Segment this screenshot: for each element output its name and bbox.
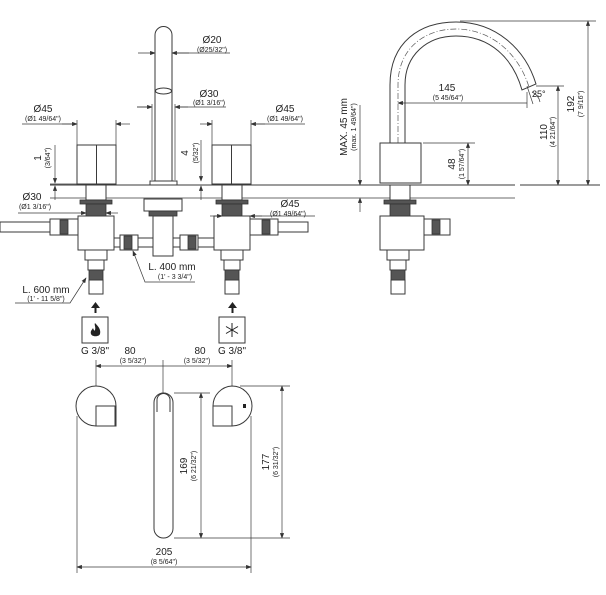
spacing-right-mm: 80 [194, 346, 206, 357]
cold-inlet-thread: G 3/8" [218, 346, 246, 357]
spout-length-inch: (6 21/32") [191, 451, 198, 482]
hose-side-length-inch: (1' - 11 5/8") [27, 296, 65, 303]
cold-inlet-arrow-icon [228, 302, 237, 313]
right-handle-diameter-mm: Ø45 [276, 104, 295, 115]
right-valve [213, 184, 251, 295]
front-view: Ø20 (Ø25/32") Ø30 (Ø1 3/16") Ø45 (Ø1 49/… [0, 26, 330, 395]
hose-center-length-inch: (1' - 3 3/4") [158, 274, 192, 281]
left-handle-diameter-mm: Ø45 [34, 104, 53, 115]
base-height-inch: (1 57/64") [459, 149, 466, 180]
hot-inlet-thread: G 3/8" [81, 346, 109, 357]
width-mm: 205 [156, 547, 173, 558]
outlet-height-mm: 110 [539, 124, 550, 140]
outlet-height-inch: (4 21/64") [550, 117, 557, 148]
total-height-mm: 192 [566, 95, 577, 112]
left-valve [77, 184, 115, 295]
top-view: 169 (6 21/32") 177 (6 31/32") 205 (8 5/6… [75, 385, 290, 573]
hot-inlet-arrow-icon [91, 302, 100, 313]
spout-base [379, 142, 422, 184]
right-stem-diameter-inch: (Ø1 49/64") [270, 211, 306, 218]
spacing-left-mm: 80 [124, 346, 136, 357]
spout-flange-inch: (5/32") [193, 143, 200, 164]
reach-mm: 145 [439, 83, 456, 94]
spout-outlet [155, 87, 172, 95]
left-stem-diameter-mm: Ø30 [23, 192, 42, 203]
left-stem-diameter-inch: (Ø1 3/16") [19, 204, 51, 211]
depth-mm: 177 [261, 453, 272, 470]
spout-base-diameter-inch: (Ø1 3/16") [193, 100, 225, 107]
spacing-right-inch: (3 5/32") [184, 358, 211, 365]
total-height-inch: (7 9/16") [578, 91, 585, 118]
hose-side-length-mm: L. 600 mm [22, 285, 69, 296]
deck-thickness-mm: MAX. 45 mm [339, 98, 350, 156]
gooseneck-spout [389, 21, 537, 144]
right-handle-diameter-inch: (Ø1 49/64") [267, 116, 303, 123]
spout-thread [148, 210, 178, 217]
spout-diameter-mm: Ø20 [203, 35, 222, 46]
left-handle-diameter-inch: (Ø1 49/64") [25, 116, 61, 123]
spout-nut [143, 198, 183, 212]
hose-center-length-mm: L. 400 mm [148, 262, 195, 273]
reach-inch: (5 45/64") [433, 95, 464, 102]
snowflake-icon [225, 323, 239, 337]
handle-gap-inch: (3/64") [45, 148, 52, 169]
depth-inch: (6 31/32") [273, 447, 280, 478]
flame-icon [90, 323, 101, 337]
spout [154, 26, 173, 184]
spout-diameter-inch: (Ø25/32") [197, 47, 227, 54]
spout-length-mm: 169 [179, 457, 190, 474]
spout-flange-mm: 4 [180, 150, 191, 156]
side-view: 145 (5 45/64") 25° 192 (7 9/16") 110 (4 … [330, 20, 600, 295]
spacing-left-inch: (3 5/32") [120, 358, 147, 365]
spout-base-diameter-mm: Ø30 [200, 89, 219, 100]
indicator-mark [243, 404, 246, 408]
spout-flange [149, 180, 178, 186]
side-valve-body [379, 215, 425, 251]
handle-gap-mm: 1 [33, 155, 44, 161]
right-stem-diameter-mm: Ø45 [281, 199, 300, 210]
width-inch: (8 5/64") [151, 559, 178, 566]
deck-thickness-inch: (max. 1 49/64") [351, 103, 358, 151]
spout-tee [152, 215, 174, 257]
base-height-mm: 48 [447, 158, 458, 170]
hoses [0, 218, 309, 251]
outlet-angle: 25° [532, 89, 546, 99]
spout-top [153, 392, 174, 539]
